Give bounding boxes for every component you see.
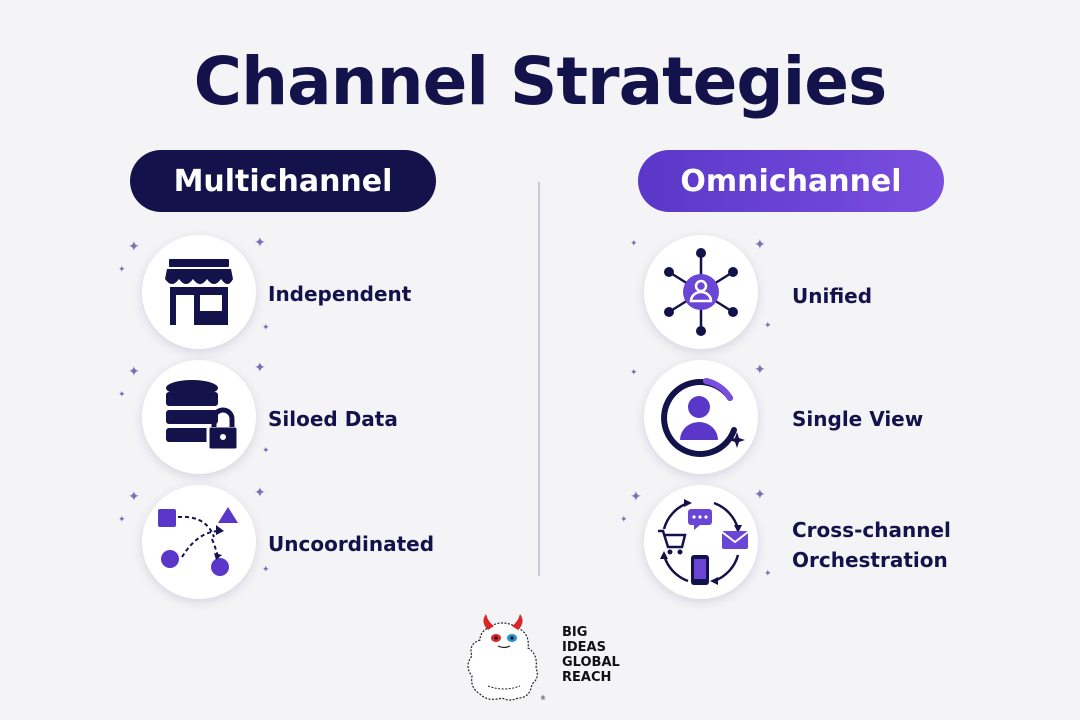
item-label-line: Cross-channel (792, 518, 951, 542)
list-item-uncoordinated: ✦ ✦ ✦ ✦ Uncoordinated (116, 484, 496, 604)
sparkle-icon: ✦ (262, 323, 270, 333)
sparkle-icon: ✦ (754, 237, 766, 253)
svg-text:®: ® (540, 695, 546, 702)
item-label-multiline: Cross-channel Orchestration (792, 515, 951, 575)
list-item-unified: ✦ ✦ ✦ (618, 234, 998, 354)
sparkle-icon: ✦ (620, 515, 628, 525)
logo-line: REACH (562, 670, 612, 685)
item-label: Unified (792, 284, 873, 308)
sparkle-icon: ✦ (764, 321, 772, 331)
list-item-independent: ✦ ✦ ✦ ✦ Independent (116, 234, 496, 354)
sparkle-icon: ✦ (254, 485, 266, 501)
sparkle-icon: ✦ (118, 390, 126, 400)
storefront-icon (142, 235, 256, 349)
locked-database-icon (142, 360, 256, 474)
logo-wordmark: BIG IDEAS GLOBAL REACH (562, 625, 620, 685)
multichannel-heading-label: Multichannel (173, 163, 393, 199)
sparkle-icon: ✦ (754, 487, 766, 503)
logo-line: BIG (562, 625, 588, 640)
item-label: Siloed Data (268, 407, 398, 431)
logo-line: IDEAS (562, 640, 606, 655)
sparkle-icon: ✦ (118, 515, 126, 525)
sparkle-icon: ✦ (754, 362, 766, 378)
list-item-cross-channel-orchestration: ✦ ✦ ✦ ✦ (618, 484, 998, 604)
user-circle-icon (644, 360, 758, 474)
item-label-line: Orchestration (792, 548, 948, 572)
multichannel-heading: Multichannel (130, 150, 436, 212)
sparkle-icon: ✦ (630, 489, 642, 505)
sparkle-icon: ✦ (254, 360, 266, 376)
sparkle-icon: ✦ (128, 364, 140, 380)
omnichannel-heading-label: Omnichannel (680, 163, 902, 199)
scattered-shapes-icon (142, 485, 256, 599)
item-label: Single View (792, 407, 924, 431)
item-label: Uncoordinated (268, 532, 435, 556)
sparkle-icon: ✦ (262, 565, 270, 575)
column-divider (538, 182, 540, 576)
list-item-siloed-data: ✦ ✦ ✦ ✦ Siloed Data (116, 359, 496, 479)
sparkle-icon: ✦ (254, 235, 266, 251)
channel-cycle-icon (644, 485, 758, 599)
logo-line: GLOBAL (562, 655, 620, 670)
sparkle-icon: ✦ (630, 239, 638, 249)
page-title: Channel Strategies (193, 43, 888, 120)
sparkle-icon: ✦ (764, 569, 772, 579)
hub-network-icon (644, 235, 758, 349)
sparkle-icon: ✦ (630, 368, 638, 378)
list-item-single-view: ✦ ✦ Single View (618, 359, 998, 479)
yeti-mascot-icon: ® (458, 608, 548, 708)
sparkle-icon: ✦ (262, 446, 270, 456)
sparkle-icon: ✦ (128, 239, 140, 255)
omnichannel-heading: Omnichannel (638, 150, 944, 212)
sparkle-icon: ✦ (128, 489, 140, 505)
sparkle-icon: ✦ (118, 265, 126, 275)
item-label: Independent (268, 282, 412, 306)
